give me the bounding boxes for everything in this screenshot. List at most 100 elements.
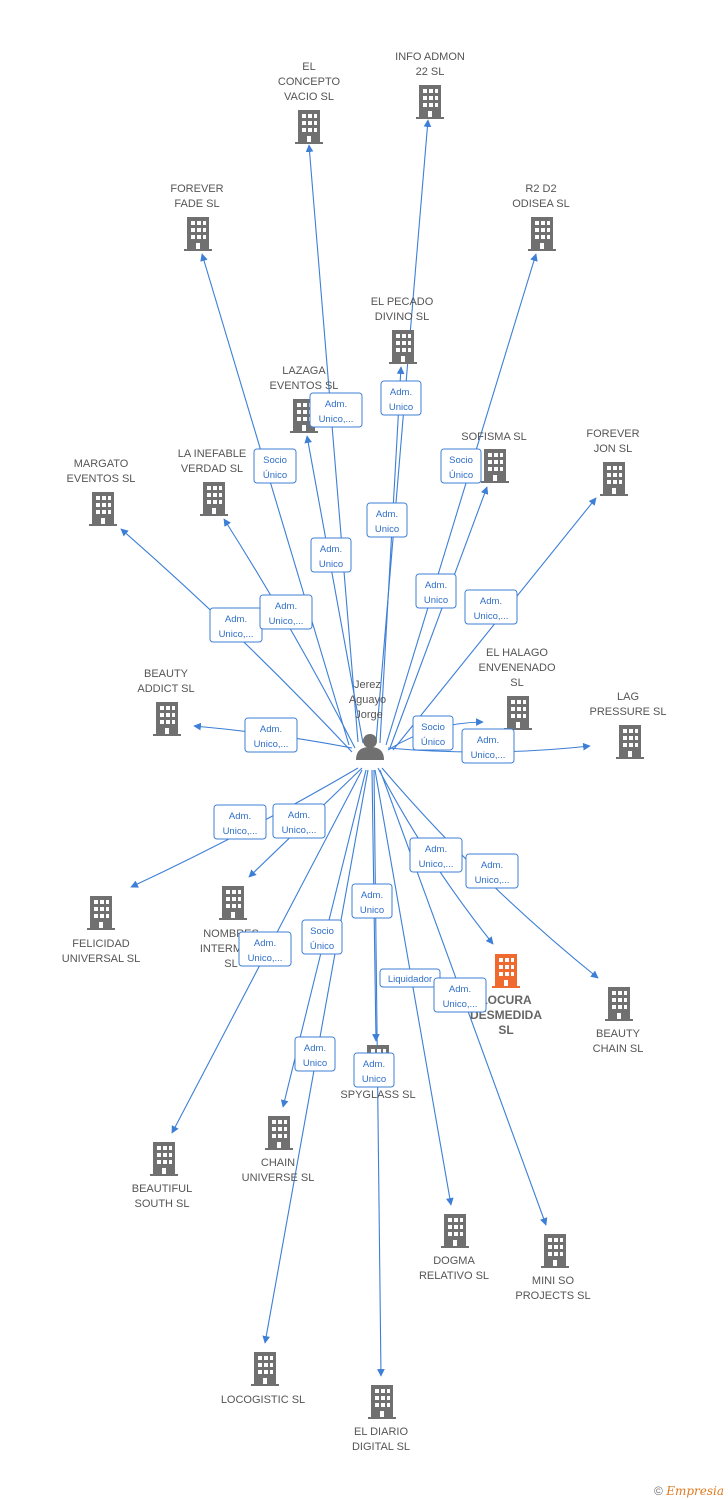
person-name-line: Aguayo: [349, 694, 386, 706]
person-node[interactable]: Jerez Aguayo Jorge: [349, 679, 389, 760]
role-badge[interactable]: Adm.Unico: [353, 1052, 395, 1088]
company-name-line: 22 SL: [416, 66, 445, 78]
role-badge-box: [380, 380, 422, 416]
company-node-spyglass[interactable]: SPYGLASS SL: [340, 1045, 416, 1101]
person-name-line: Jorge: [355, 709, 383, 721]
company-name-line: LAZAGA: [282, 365, 326, 377]
company-node-beauty-addict[interactable]: BEAUTY ADDICT SL: [137, 668, 195, 736]
company-name-line: FOREVER: [170, 183, 223, 195]
company-node-el-diario[interactable]: EL DIARIO DIGITAL SL: [352, 1385, 410, 1453]
role-badge[interactable]: Adm.Unico: [351, 883, 393, 919]
company-name-line: BEAUTY: [144, 668, 189, 680]
company-node-locogistic[interactable]: LOCOGISTIC SL: [221, 1352, 305, 1406]
role-label-line: Unico: [362, 1074, 386, 1085]
role-label-line: Único: [263, 470, 287, 481]
role-badge-box: [440, 448, 482, 484]
role-badge[interactable]: Adm.Unico,...: [238, 931, 292, 967]
role-badge-box: [465, 853, 519, 889]
role-badge[interactable]: Liquidador: [379, 968, 441, 988]
role-badge[interactable]: Adm.Unico,...: [465, 853, 519, 889]
company-name-line: CHAIN: [261, 1157, 295, 1169]
role-label-line: Unico,...: [474, 611, 509, 622]
role-badge-box: [353, 1052, 395, 1088]
role-badge[interactable]: Adm.Unico,...: [272, 803, 326, 839]
company-name-line: EL DIARIO: [354, 1426, 408, 1438]
role-label-line: Socio: [421, 722, 445, 733]
role-label: Liquidador: [388, 974, 432, 985]
role-label: Adm.Unico: [362, 1059, 386, 1085]
company-name-line: ADDICT SL: [137, 683, 194, 695]
role-label-line: Adm.: [449, 984, 471, 995]
role-badge[interactable]: Adm.Unico,...: [461, 728, 515, 764]
role-badge[interactable]: Adm.Unico: [415, 573, 457, 609]
building-icon: [219, 886, 247, 920]
role-label-line: Adm.: [361, 890, 383, 901]
role-badge[interactable]: Adm.Unico,...: [244, 717, 298, 753]
role-badge[interactable]: Adm.Unico,...: [259, 594, 313, 630]
company-name: SOFISMA SL: [461, 431, 526, 443]
role-badge[interactable]: Adm.Unico,...: [409, 837, 463, 873]
company-node-sofisma[interactable]: SOFISMA SL: [461, 431, 527, 483]
building-icon: [504, 696, 532, 730]
role-label-line: Unico,...: [219, 629, 254, 640]
role-badge[interactable]: Adm.Unico,...: [433, 977, 487, 1013]
company-name-line: BEAUTIFUL: [132, 1183, 193, 1195]
company-name-line: LA INEFABLE: [178, 448, 246, 460]
role-label-line: Único: [449, 470, 473, 481]
company-name-line: DIGITAL SL: [352, 1441, 410, 1453]
company-name-line: MINI SO: [532, 1275, 575, 1287]
role-label-line: Unico: [389, 402, 413, 413]
role-badge-box: [253, 448, 297, 484]
role-label-line: Único: [421, 737, 445, 748]
building-icon: [416, 85, 444, 119]
role-badge[interactable]: Adm.Unico: [294, 1036, 336, 1072]
role-badge[interactable]: Adm.Unico: [310, 537, 352, 573]
role-badge[interactable]: Adm.Unico,...: [213, 804, 267, 840]
role-badge[interactable]: Adm.Unico,...: [209, 607, 263, 643]
role-label-line: Unico,...: [248, 953, 283, 964]
role-label: Adm.Unico: [360, 890, 384, 916]
company-name-line: ODISEA SL: [512, 198, 569, 210]
role-label: Adm.Unico,...: [223, 811, 258, 837]
role-badge[interactable]: Adm.Unico,...: [309, 392, 363, 428]
role-badge[interactable]: Adm.Unico: [366, 502, 408, 538]
role-badge[interactable]: Adm.Unico: [380, 380, 422, 416]
person-name: Jerez Aguayo Jorge: [349, 679, 389, 721]
edge-el-pecado: [379, 366, 405, 744]
company-name: BEAUTY ADDICT SL: [137, 668, 194, 695]
edge-info-admon: [375, 119, 432, 743]
building-icon: [200, 482, 228, 516]
company-name: LOCOGISTIC SL: [221, 1394, 305, 1406]
role-badge[interactable]: Adm.Unico,...: [464, 589, 518, 625]
